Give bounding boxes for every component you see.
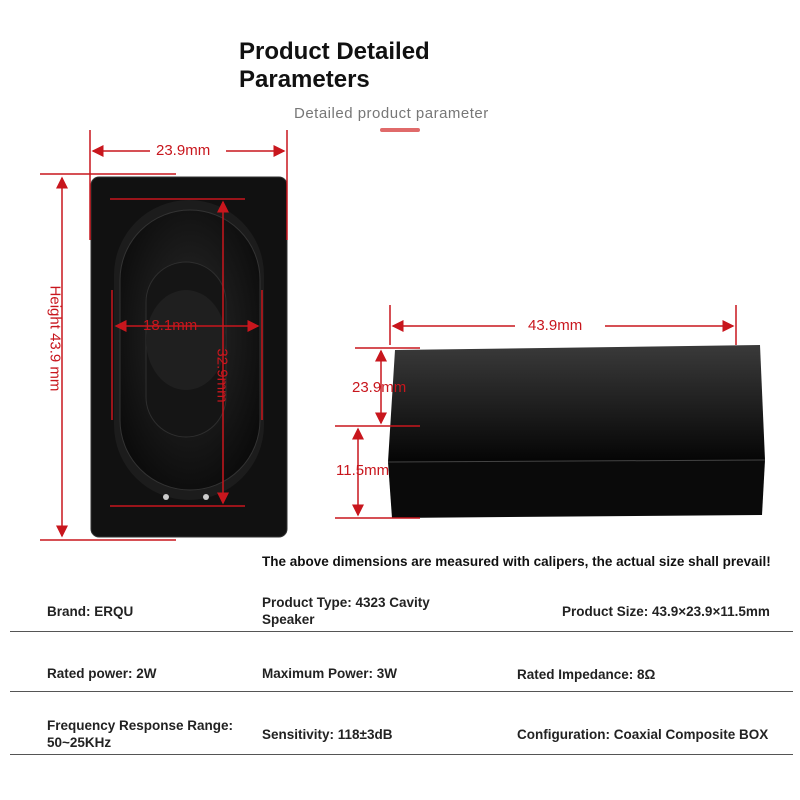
side-depth-label: 23.9mm <box>352 379 407 396</box>
row-divider <box>10 754 793 755</box>
spec-sensitivity: Sensitivity: 118±3dB <box>262 727 393 742</box>
spec-configuration: Configuration: Coaxial Composite BOX <box>517 727 769 742</box>
side-thickness-label: 11.5mm <box>336 462 390 479</box>
front-dimension-lines <box>40 130 288 541</box>
speaker-box-view <box>387 345 766 518</box>
box-dimension-lines <box>335 305 737 519</box>
subtitle-underline <box>380 128 420 132</box>
spec-rated-power: Rated power: 2W <box>47 666 157 681</box>
speaker-drawings <box>40 130 766 541</box>
row-divider <box>10 691 793 692</box>
subtitle: Detailed product parameter <box>294 105 489 122</box>
spec-max-power: Maximum Power: 3W <box>262 666 398 681</box>
spec-frequency-range: Frequency Response Range: 50~25KHz <box>47 718 234 750</box>
spec-product-size: Product Size: 43.9×23.9×11.5mm <box>562 604 770 619</box>
row-divider <box>10 631 793 632</box>
side-length-label: 43.9mm <box>528 317 583 334</box>
spec-product-type: Product Type: 4323 Cavity Speaker <box>262 595 430 627</box>
cone-width-label: 18.1mm <box>143 317 198 334</box>
front-width-label: 23.9mm <box>153 142 214 159</box>
measurement-note: The above dimensions are measured with c… <box>262 554 771 569</box>
title-line-2: Parameters <box>239 66 370 93</box>
title-line-1: Product Detailed <box>239 38 430 65</box>
cone-height-label: 32.9mm <box>213 348 231 403</box>
front-height-label: Height 43.9 mm <box>46 285 64 392</box>
spec-impedance: Rated Impedance: 8Ω <box>517 667 656 682</box>
speaker-front-view <box>90 176 288 538</box>
spec-brand: Brand: ERQU <box>47 604 134 619</box>
